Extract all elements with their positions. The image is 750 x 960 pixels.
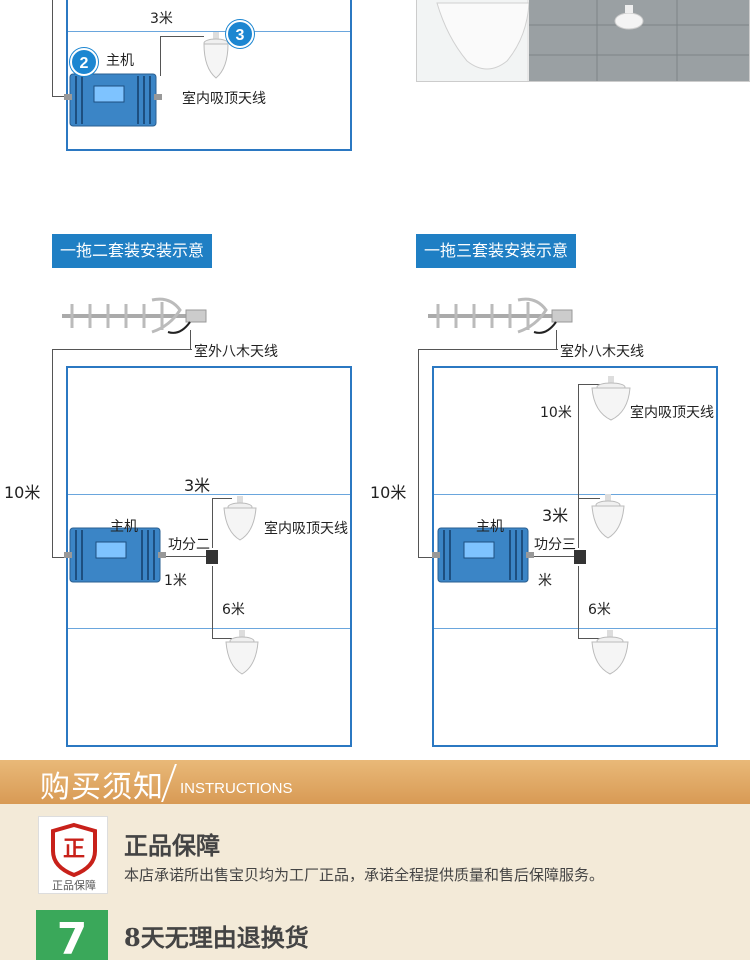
diagram-three-splitter-label: 功分三	[534, 537, 576, 553]
seven-day-return-icon: 7	[36, 910, 108, 960]
diagram-two-host-label: 主机	[110, 519, 138, 535]
ceiling-antenna-icon	[588, 494, 628, 542]
diagram-two-splitter-icon	[204, 548, 220, 566]
top-antenna-badge: 3	[226, 20, 254, 48]
diagram-three-feed-wire	[418, 349, 419, 557]
genuine-guarantee-title: 正品保障	[124, 831, 220, 860]
diagram-three-splitter-icon	[572, 548, 588, 566]
diagram-two-cable-10: 10米	[4, 483, 41, 502]
diagram-two-indoor-label: 室内吸顶天线	[264, 521, 348, 537]
top-cable-wire	[52, 0, 53, 96]
diagram-two-host-device	[62, 524, 166, 586]
yagi-antenna-icon	[60, 296, 220, 340]
diagram-three-mid-wire-h	[578, 498, 600, 499]
diagram-two-cable-1: 1米	[164, 573, 187, 589]
top-antenna-wire-h	[160, 36, 204, 37]
top-indoor-antenna-label: 室内吸顶天线	[182, 91, 266, 107]
diagram-three-cable-3: 3米	[542, 506, 569, 525]
seven-day-return-icon-text: 7	[56, 914, 88, 960]
diagram-two-splitter-wire	[166, 556, 216, 557]
diagram-two-feed-wire	[52, 349, 53, 557]
diagram-three-cable-1: 米	[538, 573, 552, 589]
genuine-guarantee-icon: 正 正品保障	[38, 816, 108, 894]
diagram-three-floor-2	[434, 628, 716, 629]
diagram-three-down-wire-h	[578, 638, 600, 639]
top-host-device	[62, 70, 162, 130]
genuine-guarantee-icon-text: 正	[62, 837, 85, 862]
instructions-subtitle: INSTRUCTIONS	[180, 780, 293, 797]
ceiling-antenna-photo	[416, 0, 750, 82]
diagram-three-outdoor-label: 室外八木天线	[560, 344, 644, 360]
diagram-two-feed-wire-h	[52, 557, 68, 558]
diagram-two-up-wire	[212, 498, 213, 548]
top-cable-length: 3米	[150, 11, 173, 27]
ceiling-antenna-icon	[220, 496, 260, 544]
top-floor-divider	[68, 31, 350, 32]
diagram-three-floor-1	[434, 494, 716, 495]
genuine-guarantee-icon-caption: 正品保障	[52, 879, 96, 892]
instructions-title: 购买须知	[40, 770, 164, 805]
top-cable-wire-h	[52, 96, 72, 97]
diagram-three-host-device	[430, 524, 534, 586]
diagram-three-host-label: 主机	[476, 519, 504, 535]
diagram-three-banner: 一拖三套装安装示意	[416, 234, 577, 268]
diagram-two-cable-3: 3米	[184, 476, 211, 495]
yagi-antenna-icon	[426, 296, 586, 340]
top-host-label: 主机	[106, 53, 134, 69]
diagram-two-outdoor-wire-v	[190, 330, 191, 350]
diagram-three-indoor-label: 室内吸顶天线	[630, 405, 714, 421]
ceiling-antenna-icon	[196, 32, 236, 82]
diagram-two-outdoor-label: 室外八木天线	[194, 344, 278, 360]
instructions-section: 购买须知 INSTRUCTIONS 正 正品保障 正品保障 本店承诺所出售宝贝均…	[0, 760, 750, 960]
diagram-three-cable-6: 6米	[588, 602, 611, 618]
diagram-three-splitter-wire	[534, 556, 582, 557]
diagram-three-outdoor-wire-h	[418, 349, 558, 350]
diagram-three-feed-wire-h	[418, 557, 434, 558]
top-host-badge: 2	[70, 48, 98, 76]
diagram-two-outdoor-wire-h	[52, 349, 192, 350]
diagram-two-cable-6: 6米	[222, 602, 245, 618]
diagram-two-splitter-label: 功分二	[168, 537, 210, 553]
diagram-three-cable-10-outer: 10米	[370, 483, 407, 502]
instructions-header-bar	[0, 760, 750, 804]
ceiling-antenna-icon	[588, 376, 634, 424]
diagram-three-top-wire	[578, 384, 579, 548]
ceiling-antenna-icon	[588, 630, 632, 678]
diagram-three-down-wire	[578, 566, 579, 638]
top-antenna-wire	[160, 36, 161, 76]
diagram-two-floor-2	[68, 628, 350, 629]
diagram-two-down-wire-h	[212, 638, 232, 639]
seven-day-return-title: 8天无理由退换货	[124, 923, 309, 952]
genuine-guarantee-desc: 本店承诺所出售宝贝均为工厂正品，承诺全程提供质量和售后保障服务。	[124, 866, 605, 884]
ceiling-antenna-icon	[222, 630, 262, 678]
diagram-two-up-wire-h	[212, 498, 232, 499]
diagram-two-floor-1	[68, 494, 350, 495]
diagram-two-down-wire	[212, 566, 213, 638]
diagram-three-cable-10-inner: 10米	[540, 405, 572, 421]
diagram-three-outdoor-wire-v	[556, 330, 557, 350]
diagram-three-top-wire-h	[578, 384, 600, 385]
diagram-two-banner: 一拖二套装安装示意	[52, 234, 213, 268]
